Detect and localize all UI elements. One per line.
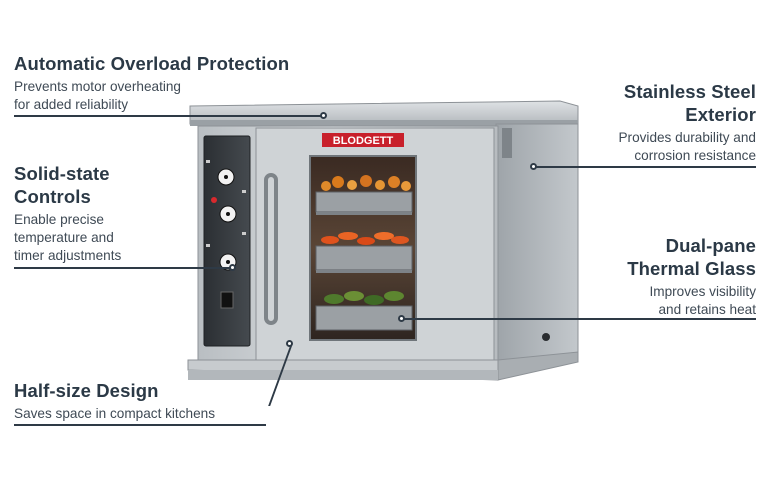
food-tray-top: [321, 175, 411, 191]
oven-door: BLODGETT: [255, 127, 495, 363]
side-port-icon: [542, 333, 550, 341]
feature-description: Improves visibility and retains heat: [649, 284, 756, 317]
power-switch-icon[interactable]: [220, 291, 234, 309]
feature-description: Saves space in compact kitchens: [14, 406, 215, 421]
feature-title: Solid-state Controls: [14, 163, 110, 207]
callout-dot-steel: [530, 163, 537, 170]
feature-title: Half-size Design: [14, 380, 159, 401]
callout-line-overload: [14, 115, 324, 117]
food-tray-middle: [321, 232, 409, 245]
feature-description: Provides durability and corrosion resist…: [618, 130, 756, 163]
door-handle[interactable]: [264, 173, 278, 325]
callout-line-glass: [402, 318, 756, 320]
oven-top: [189, 100, 579, 126]
feature-thermal-glass: Dual-pane Thermal Glass Improves visibil…: [536, 234, 756, 319]
oven-racks: [315, 191, 413, 331]
callout-line-controls: [14, 267, 234, 269]
callout-line-steel: [534, 166, 756, 168]
oven-base: [187, 351, 579, 381]
feature-description: Enable precise temperature and timer adj…: [14, 212, 122, 263]
feature-title: Dual-pane Thermal Glass: [627, 235, 756, 279]
brand-logo: [322, 133, 404, 147]
food-tray-bottom: [324, 291, 404, 305]
brand-logo-text: BLODGETT: [333, 135, 394, 147]
feature-title: Stainless Steel Exterior: [623, 81, 756, 125]
feature-description: Prevents motor overheating for added rel…: [14, 79, 181, 112]
feature-overload-protection: Automatic Overload Protection Prevents m…: [14, 52, 334, 114]
callout-dot-halfsize: [286, 340, 293, 347]
power-indicator-icon: [211, 197, 217, 203]
control-panel: [203, 135, 251, 347]
feature-half-size: Half-size Design Saves space in compact …: [14, 379, 294, 423]
callout-dot-glass: [398, 315, 405, 322]
feature-solid-state-controls: Solid-state Controls Enable precise temp…: [14, 162, 204, 265]
callout-dot-overload: [320, 112, 327, 119]
feature-title: Automatic Overload Protection: [14, 53, 290, 74]
feature-stainless-steel: Stainless Steel Exterior Provides durabi…: [516, 80, 756, 165]
callout-dot-controls: [229, 264, 236, 271]
callout-line-halfsize: [14, 424, 266, 426]
